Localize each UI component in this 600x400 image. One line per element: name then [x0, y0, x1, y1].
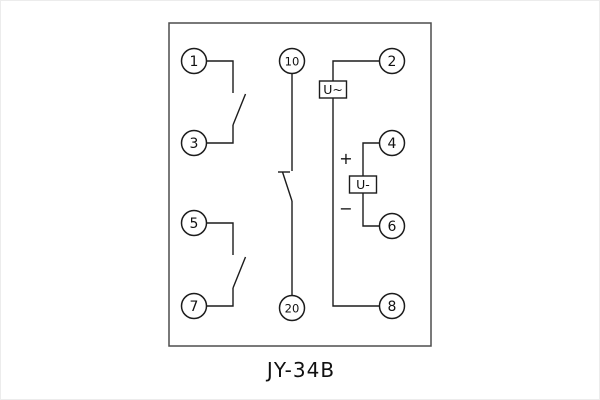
terminal-20-label: 20 — [285, 302, 300, 316]
terminal-1-label: 1 — [190, 54, 199, 70]
terminal-5-circle — [180, 209, 208, 237]
terminal-8-circle — [378, 292, 406, 320]
terminal-3-label: 3 — [190, 136, 199, 152]
wire-terminal-2 — [332, 60, 380, 81]
terminal-7-circle — [180, 292, 208, 320]
terminal-6-label: 6 — [388, 219, 397, 235]
wire-terminal-3 — [206, 125, 234, 144]
terminal-2: 2 — [378, 47, 406, 75]
polarity-minus-sign: − — [339, 199, 352, 218]
wire-terminal-7 — [206, 288, 234, 307]
model-title: JY-34B — [265, 358, 335, 382]
terminal-4-label: 4 — [388, 136, 397, 152]
polarity-plus-sign: + — [339, 149, 352, 168]
terminal-5-label: 5 — [190, 216, 199, 232]
wire-terminal-1 — [206, 60, 234, 93]
ac-voltage-element-label: U~ — [323, 82, 343, 97]
wire-terminal-5 — [206, 222, 234, 255]
wire-terminal-8 — [332, 98, 380, 307]
terminal-7: 7 — [180, 292, 208, 320]
contact-blade-10-20 — [281, 171, 293, 202]
terminal-3-circle — [180, 129, 208, 157]
contact-blade-5-7 — [232, 256, 247, 289]
terminal-10-label: 10 — [285, 55, 300, 69]
dc-voltage-element-label: U- — [356, 177, 370, 192]
terminal-20-circle — [278, 294, 306, 322]
terminal-8: 8 — [378, 292, 406, 320]
terminal-1-circle — [180, 47, 208, 75]
terminal-2-label: 2 — [388, 54, 397, 70]
terminal-3: 3 — [180, 129, 208, 157]
enclosure-outline — [168, 22, 432, 347]
terminal-1: 1 — [180, 47, 208, 75]
contact-blade-1-3 — [232, 93, 247, 126]
terminal-7-label: 7 — [190, 299, 199, 315]
terminal-20: 20 — [278, 294, 306, 322]
terminal-2-circle — [378, 47, 406, 75]
terminal-6: 6 — [378, 212, 406, 240]
terminal-8-label: 8 — [388, 299, 397, 315]
terminal-4-circle — [378, 129, 406, 157]
terminal-10: 10 — [278, 47, 306, 75]
terminal-6-circle — [378, 212, 406, 240]
wire-terminal-6 — [362, 193, 380, 227]
terminal-10-circle — [278, 47, 306, 75]
terminal-5: 5 — [180, 209, 208, 237]
terminal-4: 4 — [378, 129, 406, 157]
wire-terminal-4 — [362, 142, 380, 176]
